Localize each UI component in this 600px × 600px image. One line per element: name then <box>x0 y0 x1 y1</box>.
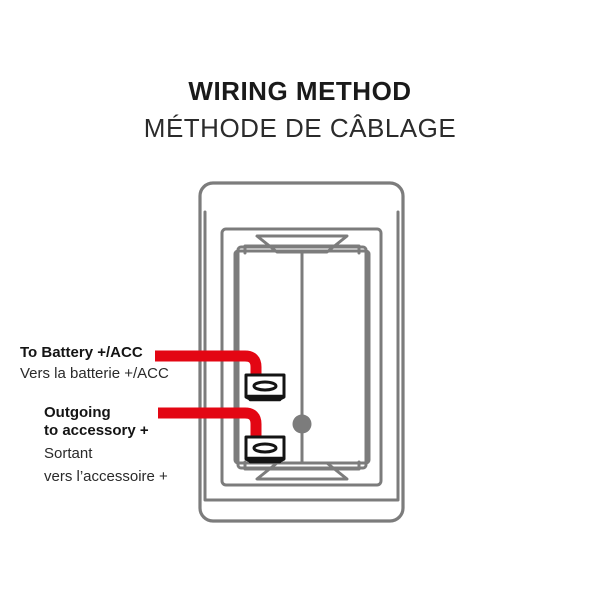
label-group-battery: To Battery +/ACC Vers la batterie +/ACC <box>20 344 169 383</box>
battery-terminal-base <box>246 394 284 402</box>
battery-terminal-slot-icon <box>252 380 278 392</box>
top-horizontal-bar <box>243 244 361 255</box>
accessory-label-french-line2: vers l’accessoire + <box>44 468 168 485</box>
label-group-accessory: Outgoing to accessory + Sortant vers l’a… <box>44 404 168 486</box>
page-title-english: WIRING METHOD <box>188 76 412 106</box>
title-block: WIRING METHOD MÉTHODE DE CÂBLAGE <box>0 76 600 144</box>
battery-label-english: To Battery +/ACC <box>20 344 143 361</box>
bottom-horizontal-bar <box>243 460 361 471</box>
pivot-dot-icon <box>292 414 312 434</box>
wire-group <box>155 350 262 443</box>
accessory-label-english-line2: to accessory + <box>44 422 149 439</box>
accessory-label-english-line1: Outgoing <box>44 404 111 421</box>
bottom-bracket-shape <box>255 461 349 481</box>
accessory-terminal <box>244 435 286 464</box>
battery-wire <box>155 350 262 381</box>
battery-label-french: Vers la batterie +/ACC <box>20 365 169 382</box>
accessory-label-french-line1: Sortant <box>44 445 93 462</box>
accessory-terminal-slot-icon <box>252 442 278 454</box>
accessory-wire <box>158 407 262 443</box>
battery-terminal <box>244 373 286 402</box>
accessory-terminal-base <box>246 456 284 464</box>
page-title-french: MÉTHODE DE CÂBLAGE <box>143 113 457 143</box>
